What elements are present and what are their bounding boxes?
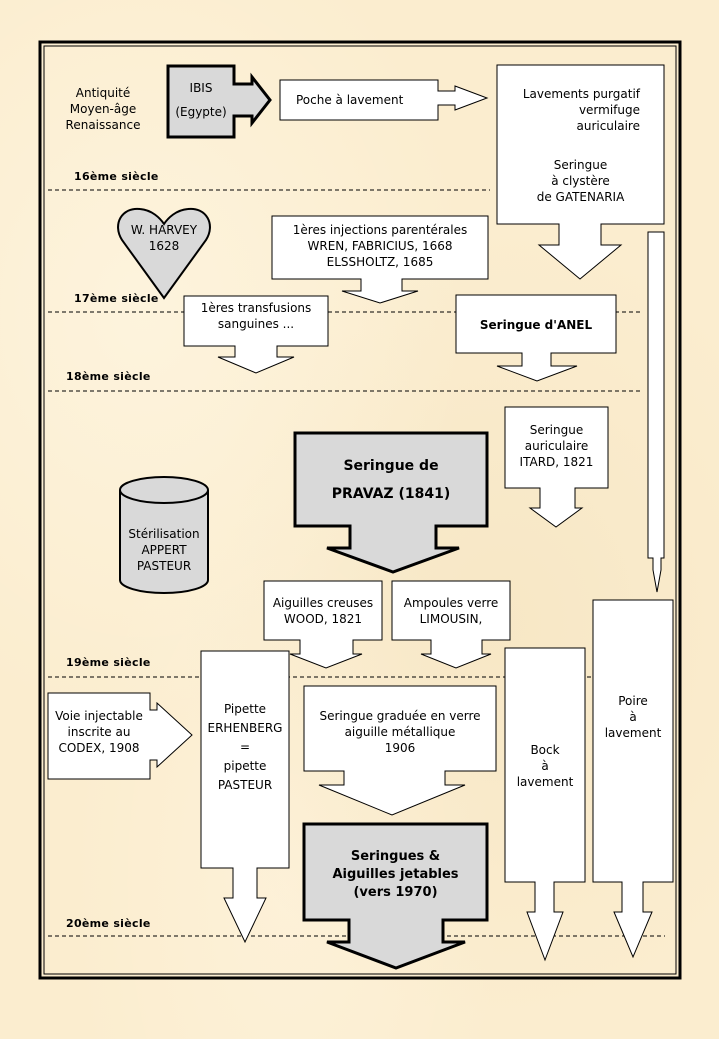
ibis-arrow-box [166, 64, 272, 139]
era-antiquite: Antiquité [75, 86, 131, 100]
ampoules-line: LIMOUSIN, [419, 612, 483, 626]
injections-line: WREN, FABRICIUS, 1668 [307, 239, 453, 253]
codex-line: CODEX, 1908 [58, 741, 140, 755]
transfusions-label: 1ères transfusions sanguines ... [184, 300, 328, 332]
aiguilles-line: WOOD, 1821 [283, 612, 363, 626]
itard-line: auriculaire [524, 439, 589, 453]
graduee-line: 1906 [384, 741, 416, 755]
harvey-heart [117, 207, 211, 300]
bock-line: lavement [516, 775, 574, 789]
outer-frame [38, 40, 682, 980]
poche-label: Poche à lavement [296, 93, 404, 107]
gatenaria-line: à clystère [551, 174, 610, 188]
sterilisation-line: APPERT [141, 543, 187, 557]
itard-line: ITARD, 1821 [519, 455, 594, 469]
jetables-line: Aiguilles jetables [332, 867, 459, 882]
codex-line: Voie injectable [55, 709, 143, 723]
ampoules-arrow-box [391, 580, 511, 669]
codex-label: Voie injectable inscrite au CODEX, 1908 [48, 708, 150, 756]
century-label-20: 20ème siècle [66, 917, 151, 930]
ampoules-label: Ampoules verre LIMOUSIN, [392, 595, 510, 627]
pipette-line: = [239, 740, 251, 754]
transfusions-line: sanguines ... [217, 317, 295, 331]
gatenaria-line: de GATENARIA [536, 190, 625, 204]
graduee-line: Seringue graduée en verre [319, 709, 481, 723]
poche-arrow-box [279, 79, 489, 121]
long-vertical-arrow [647, 231, 665, 593]
poire-line: Poire [618, 694, 648, 708]
century-label-17: 17ème siècle [74, 292, 159, 305]
poire-label: Poire à lavement [593, 693, 673, 741]
jetables-arrow-box [302, 822, 489, 970]
pipette-line: Pipette [223, 702, 267, 716]
era-label: Antiquité Moyen-âge Renaissance [58, 85, 148, 133]
lavements-line: Lavements purgatif [522, 87, 640, 101]
aiguilles-label: Aiguilles creuses WOOD, 1821 [264, 595, 382, 627]
era-renaissance: Renaissance [65, 118, 141, 132]
gatenaria-label: Seringue à clystère de GATENARIA [497, 157, 664, 205]
pravaz-line: Seringue de [343, 458, 439, 474]
pravaz-arrow-box [293, 431, 489, 574]
itard-line: Seringue [529, 423, 584, 437]
lavements-label: Lavements purgatif vermifuge auriculaire [500, 86, 640, 134]
century-label-19: 19ème siècle [66, 656, 151, 669]
bock-line: Bock [530, 743, 560, 757]
anel-label: Seringue d'ANEL [479, 318, 593, 332]
transfusions-line: 1ères transfusions [200, 301, 312, 315]
bock-label: Bock à lavement [505, 742, 585, 790]
injections-line: 1ères injections parentérales [292, 223, 468, 237]
gatenaria-line: Seringue [553, 158, 608, 172]
era-moyen-age: Moyen-âge [69, 102, 137, 116]
itard-arrow-box [504, 406, 609, 528]
harvey-line: 1628 [148, 239, 180, 253]
itard-label: Seringue auriculaire ITARD, 1821 [505, 422, 608, 470]
graduee-arrow-box [303, 685, 497, 816]
pipette-label: Pipette ERHENBERG = pipette PASTEUR [201, 700, 289, 795]
pipette-line: PASTEUR [217, 778, 273, 792]
aiguilles-line: Aiguilles creuses [272, 596, 374, 610]
pipette-line: pipette [223, 759, 267, 773]
lavements-arrow-box [496, 64, 665, 280]
lavements-line: vermifuge [578, 103, 640, 117]
sterilisation-line: Stérilisation [128, 527, 200, 541]
pipette-arrow-box [200, 650, 290, 944]
ibis-label: IBIS (Egypte) [168, 76, 234, 124]
century-label-16: 16ème siècle [74, 170, 159, 183]
ampoules-line: Ampoules verre [403, 596, 499, 610]
harvey-label: W. HARVEY 1628 [118, 222, 210, 254]
injections-arrow-box [271, 215, 489, 304]
sterilisation-label: Stérilisation APPERT PASTEUR [120, 526, 208, 574]
graduee-line: aiguille métallique [344, 725, 456, 739]
bock-line: à [541, 759, 549, 773]
pipette-line: ERHENBERG [207, 721, 283, 735]
injections-line: ELSSHOLTZ, 1685 [326, 255, 434, 269]
jetables-label: Seringues & Aiguilles jetables (vers 197… [304, 848, 487, 902]
bock-arrow-box [504, 647, 586, 962]
poire-arrow-box [592, 599, 674, 959]
lavements-line: auriculaire [576, 119, 640, 133]
codex-line: inscrite au [67, 725, 131, 739]
sterilisation-cylinder [119, 476, 209, 594]
pravaz-label: Seringue de PRAVAZ (1841) [295, 452, 487, 508]
codex-arrow-box [47, 692, 193, 780]
aiguilles-arrow-box [263, 580, 383, 669]
century-label-18: 18ème siècle [66, 370, 151, 383]
sterilisation-line: PASTEUR [136, 559, 192, 573]
anel-arrow-box [455, 294, 617, 382]
injections-label: 1ères injections parentérales WREN, FABR… [272, 222, 488, 270]
harvey-line: W. HARVEY [130, 223, 198, 237]
transfusions-arrow-box [183, 295, 329, 374]
ibis-line: (Egypte) [175, 105, 227, 119]
ibis-line: IBIS [189, 81, 213, 95]
jetables-line: Seringues & [350, 849, 441, 864]
inner-frame [43, 45, 677, 975]
poire-line: lavement [604, 726, 662, 740]
jetables-line: (vers 1970) [353, 885, 438, 900]
graduee-label: Seringue graduée en verre aiguille métal… [304, 708, 496, 756]
poire-line: à [629, 710, 637, 724]
pravaz-line: PRAVAZ (1841) [331, 486, 451, 502]
